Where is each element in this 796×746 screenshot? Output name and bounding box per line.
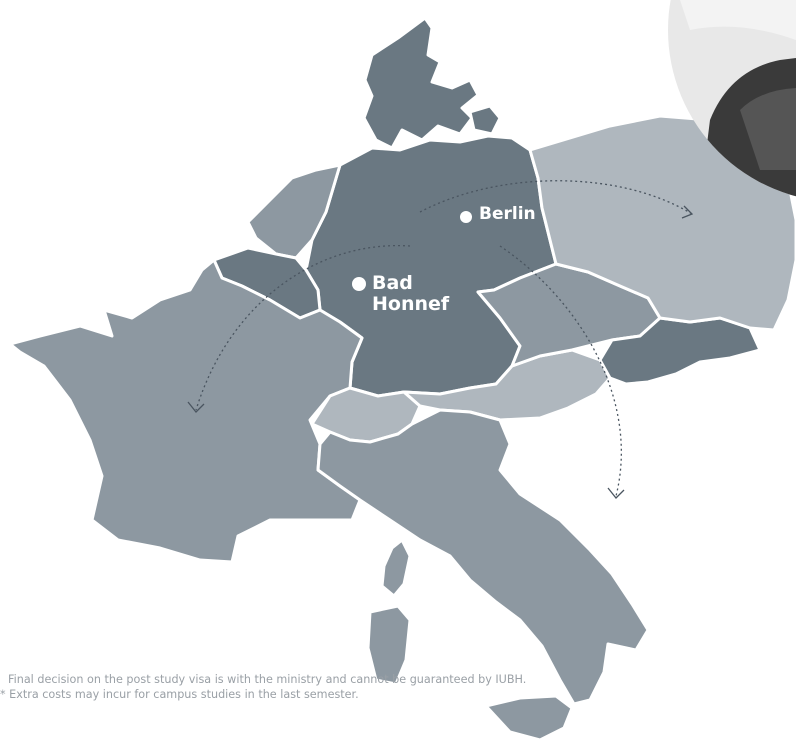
city-label-bad-honnef-line1: Bad [372, 272, 413, 294]
arrow-head-france [187, 401, 205, 413]
country-france [8, 258, 364, 564]
island-corsica [380, 538, 412, 598]
city-label-bad-honnef-line2: Honnef [372, 293, 450, 316]
island-sardinia [366, 604, 412, 686]
country-denmark-island [468, 104, 502, 136]
footnotes: Final decision on the post study visa is… [0, 672, 610, 702]
city-label-berlin-text: Berlin [479, 204, 536, 224]
city-marker-bad-honnef [352, 277, 366, 291]
arrow-head-italy [607, 487, 625, 499]
footnote-visa: Final decision on the post study visa is… [8, 673, 527, 686]
arrow-head-poland [681, 205, 694, 219]
country-denmark [362, 16, 480, 150]
city-label-bad-honnef: Bad Honnef [372, 272, 482, 316]
city-label-berlin: Berlin [479, 204, 536, 224]
arrow-to-france [195, 244, 411, 411]
city-marker-berlin [460, 211, 472, 223]
footnote-extra-costs: * Extra costs may incur for campus studi… [0, 688, 359, 702]
arrow-to-poland [419, 180, 693, 215]
island-sicily [484, 694, 574, 742]
country-italy [316, 408, 650, 706]
country-netherlands [246, 163, 342, 260]
